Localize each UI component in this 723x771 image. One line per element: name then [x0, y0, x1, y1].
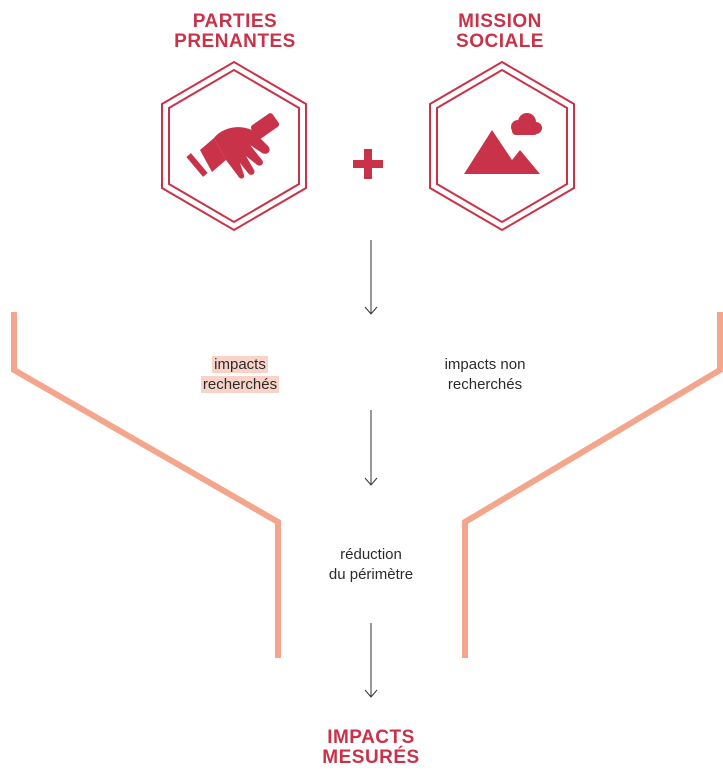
right-hexagon: [429, 60, 575, 232]
left-title-line2: PRENANTES: [174, 31, 296, 52]
funnel-left-wall: [11, 312, 281, 658]
unsought-impacts-line2: recherchés: [447, 376, 523, 393]
mountain-cloud-icon: [464, 113, 542, 174]
right-title: MISSION SOCIALE: [415, 12, 585, 52]
scope-reduction-line1: réduction: [340, 546, 402, 563]
sought-impacts-line1: impacts: [212, 356, 268, 373]
scope-reduction-label: réduction du périmètre: [300, 545, 442, 585]
left-title-line1: PARTIES: [192, 11, 278, 32]
left-hexagon: [161, 60, 307, 232]
unsought-impacts-label: impacts non recherchés: [415, 355, 555, 395]
handshake-icon: [186, 113, 280, 179]
plus-icon: [353, 149, 383, 179]
bottom-title-line2: MESURÉS: [322, 747, 420, 768]
arrow-3: [364, 623, 378, 698]
unsought-impacts-line1: impacts non: [444, 356, 526, 373]
arrow-1: [364, 240, 378, 315]
arrow-2: [364, 410, 378, 486]
funnel-right-wall: [462, 312, 723, 658]
bottom-title-line1: IMPACTS: [327, 727, 415, 748]
sought-impacts-label: impacts recherchés: [170, 355, 310, 395]
sought-impacts-line2: recherchés: [200, 376, 280, 393]
right-title-line1: MISSION: [458, 11, 542, 32]
right-title-line2: SOCIALE: [456, 31, 544, 52]
bottom-title: IMPACTS MESURÉS: [286, 728, 456, 768]
scope-reduction-line2: du périmètre: [328, 566, 414, 583]
left-title: PARTIES PRENANTES: [150, 12, 320, 52]
